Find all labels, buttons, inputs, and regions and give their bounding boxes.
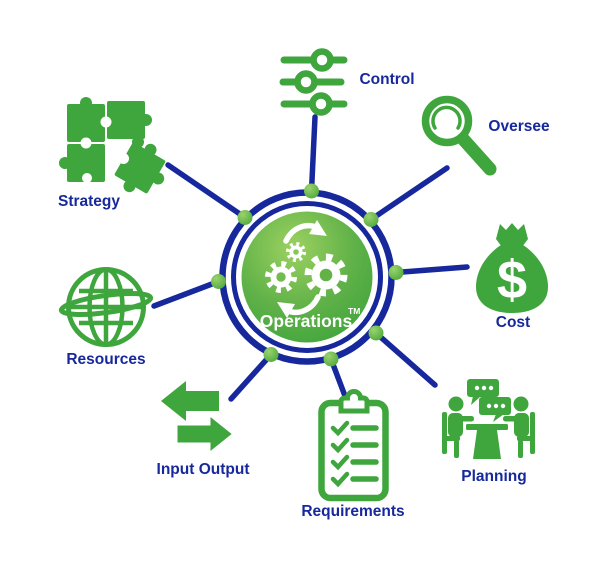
hub: Operations TM [219,189,395,365]
node-planning: Planning [442,379,535,485]
node-input-output: Input Output [157,381,250,478]
meeting-icon [442,379,535,459]
money-bag-icon: $ [476,223,548,313]
node-requirements: Requirements [301,389,405,520]
dot-strategy [237,210,253,225]
node-label-control: Control [359,71,414,88]
node-label-cost: Cost [496,314,530,331]
spoke-strategy [165,162,248,221]
globe-icon [58,267,154,347]
dollar-sign: $ [497,250,527,310]
hub-green-disc [241,211,373,343]
node-label-input-output: Input Output [157,461,250,478]
dot-resources [211,274,226,289]
node-oversee: Oversee [421,95,550,176]
spoke-cost [393,264,470,276]
gears-cycle-icon [265,220,348,318]
dot-planning [368,325,384,341]
spoke-planning [373,330,438,388]
spoke-oversee [368,165,450,223]
large-gear [304,253,348,297]
node-strategy: Strategy [58,97,166,210]
hub-spokes [151,114,470,402]
node-label-oversee: Oversee [488,118,550,135]
hub-connector-dots [211,183,404,367]
dot-oversee [363,212,379,227]
hub-title: Operations [260,311,353,331]
magnifier-icon [421,95,497,176]
hub-inner-ring [231,201,383,353]
node-label-requirements: Requirements [301,503,404,520]
dot-requirements [323,351,339,367]
node-cost: $ Cost [476,223,548,331]
spoke-input-output [228,351,274,402]
dot-input-output [263,347,279,362]
node-label-strategy: Strategy [58,193,120,210]
dot-control [304,183,319,199]
hub-trademark: TM [348,306,360,316]
dot-cost [388,265,404,280]
node-label-planning: Planning [461,468,526,485]
node-control: Control [279,48,415,116]
node-resources: Resources [58,267,154,368]
node-label-resources: Resources [66,351,145,368]
medium-gear [265,261,297,293]
puzzle-icon [59,97,166,194]
sliders-icon [279,48,348,116]
spoke-resources [151,278,222,309]
spoke-control [308,114,318,194]
swap-arrows-icon [161,381,237,458]
checklist-clipboard-icon [318,389,389,502]
small-gear [286,242,306,262]
